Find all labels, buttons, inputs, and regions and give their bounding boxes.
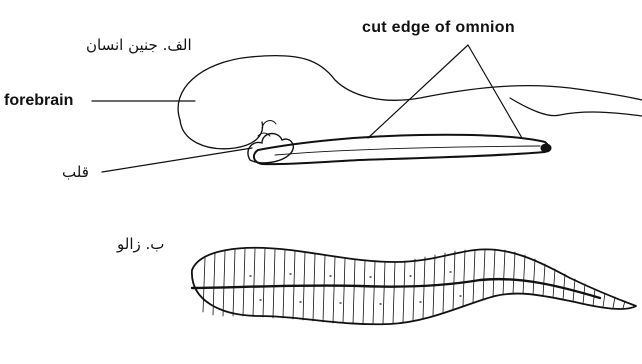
label-forebrain: forebrain xyxy=(4,93,73,109)
caption-leech: ب. زالو xyxy=(117,237,164,252)
embryo-body-outline xyxy=(178,56,642,120)
cut-edge-leader-right xyxy=(468,45,522,138)
amnion-inner-line xyxy=(275,146,540,155)
heart-leader xyxy=(102,148,252,172)
label-heart: قلب xyxy=(62,165,89,180)
embryo-lower-outline xyxy=(510,98,642,116)
forebrain-outline xyxy=(180,120,263,149)
amnion-end-knot xyxy=(541,144,551,152)
amnion-band xyxy=(254,135,549,164)
caption-embryo: الف. جنین انسان xyxy=(86,38,192,53)
leech-dots xyxy=(250,272,461,304)
label-cut-edge-of-amnion: cut edge of omnion xyxy=(362,20,515,36)
